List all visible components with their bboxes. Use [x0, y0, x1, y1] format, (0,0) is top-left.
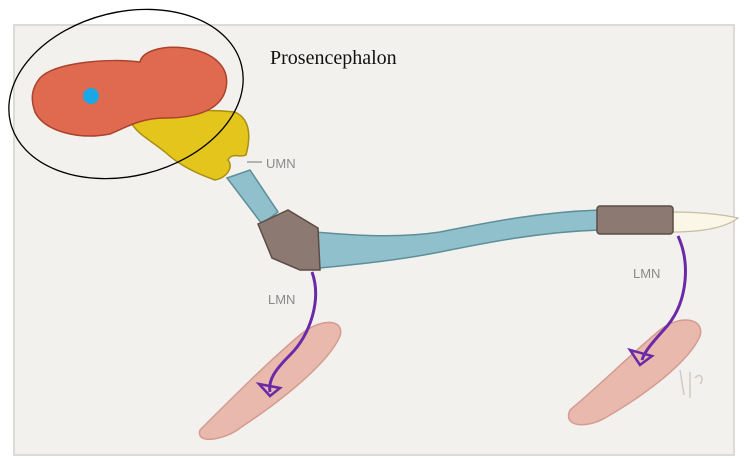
lesion-dot [83, 88, 99, 104]
umn-label: UMN [266, 156, 296, 171]
lmn-front-label: LMN [268, 292, 295, 307]
lmn-rear-label: LMN [633, 266, 660, 281]
lumbar-intumescence [597, 206, 673, 234]
prosencephalon-label: Prosencephalon [270, 47, 397, 70]
